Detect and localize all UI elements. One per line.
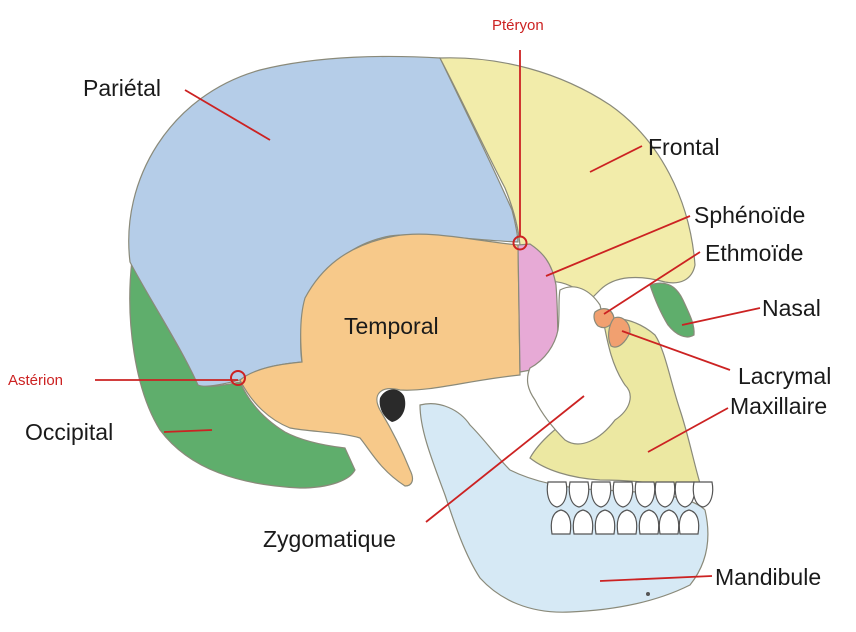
- label-zygomatique: Zygomatique: [263, 528, 396, 551]
- label-frontal: Frontal: [648, 136, 720, 159]
- label-nasal: Nasal: [762, 297, 821, 320]
- lower-tooth: [573, 510, 592, 534]
- lower-tooth: [659, 510, 678, 534]
- lower-tooth: [679, 510, 698, 534]
- label-occipital: Occipital: [25, 421, 113, 444]
- label-sphenoide: Sphénoïde: [694, 204, 805, 227]
- leader-nasal: [682, 308, 760, 325]
- lower-tooth: [639, 510, 658, 534]
- label-maxillaire: Maxillaire: [730, 395, 827, 418]
- lower-tooth: [595, 510, 614, 534]
- label-mandibule: Mandibule: [715, 566, 821, 589]
- label-asterion: Astérion: [8, 373, 63, 388]
- label-parietal: Pariétal: [83, 77, 161, 100]
- label-pterion: Ptéryon: [492, 18, 544, 33]
- label-temporal: Temporal: [344, 315, 439, 338]
- lower-tooth: [617, 510, 636, 534]
- label-lacrymal: Lacrymal: [738, 365, 831, 388]
- mental-foramen: [646, 592, 650, 596]
- label-ethmoide: Ethmoïde: [705, 242, 803, 265]
- nasal-bone: [650, 283, 694, 337]
- lower-tooth: [551, 510, 570, 534]
